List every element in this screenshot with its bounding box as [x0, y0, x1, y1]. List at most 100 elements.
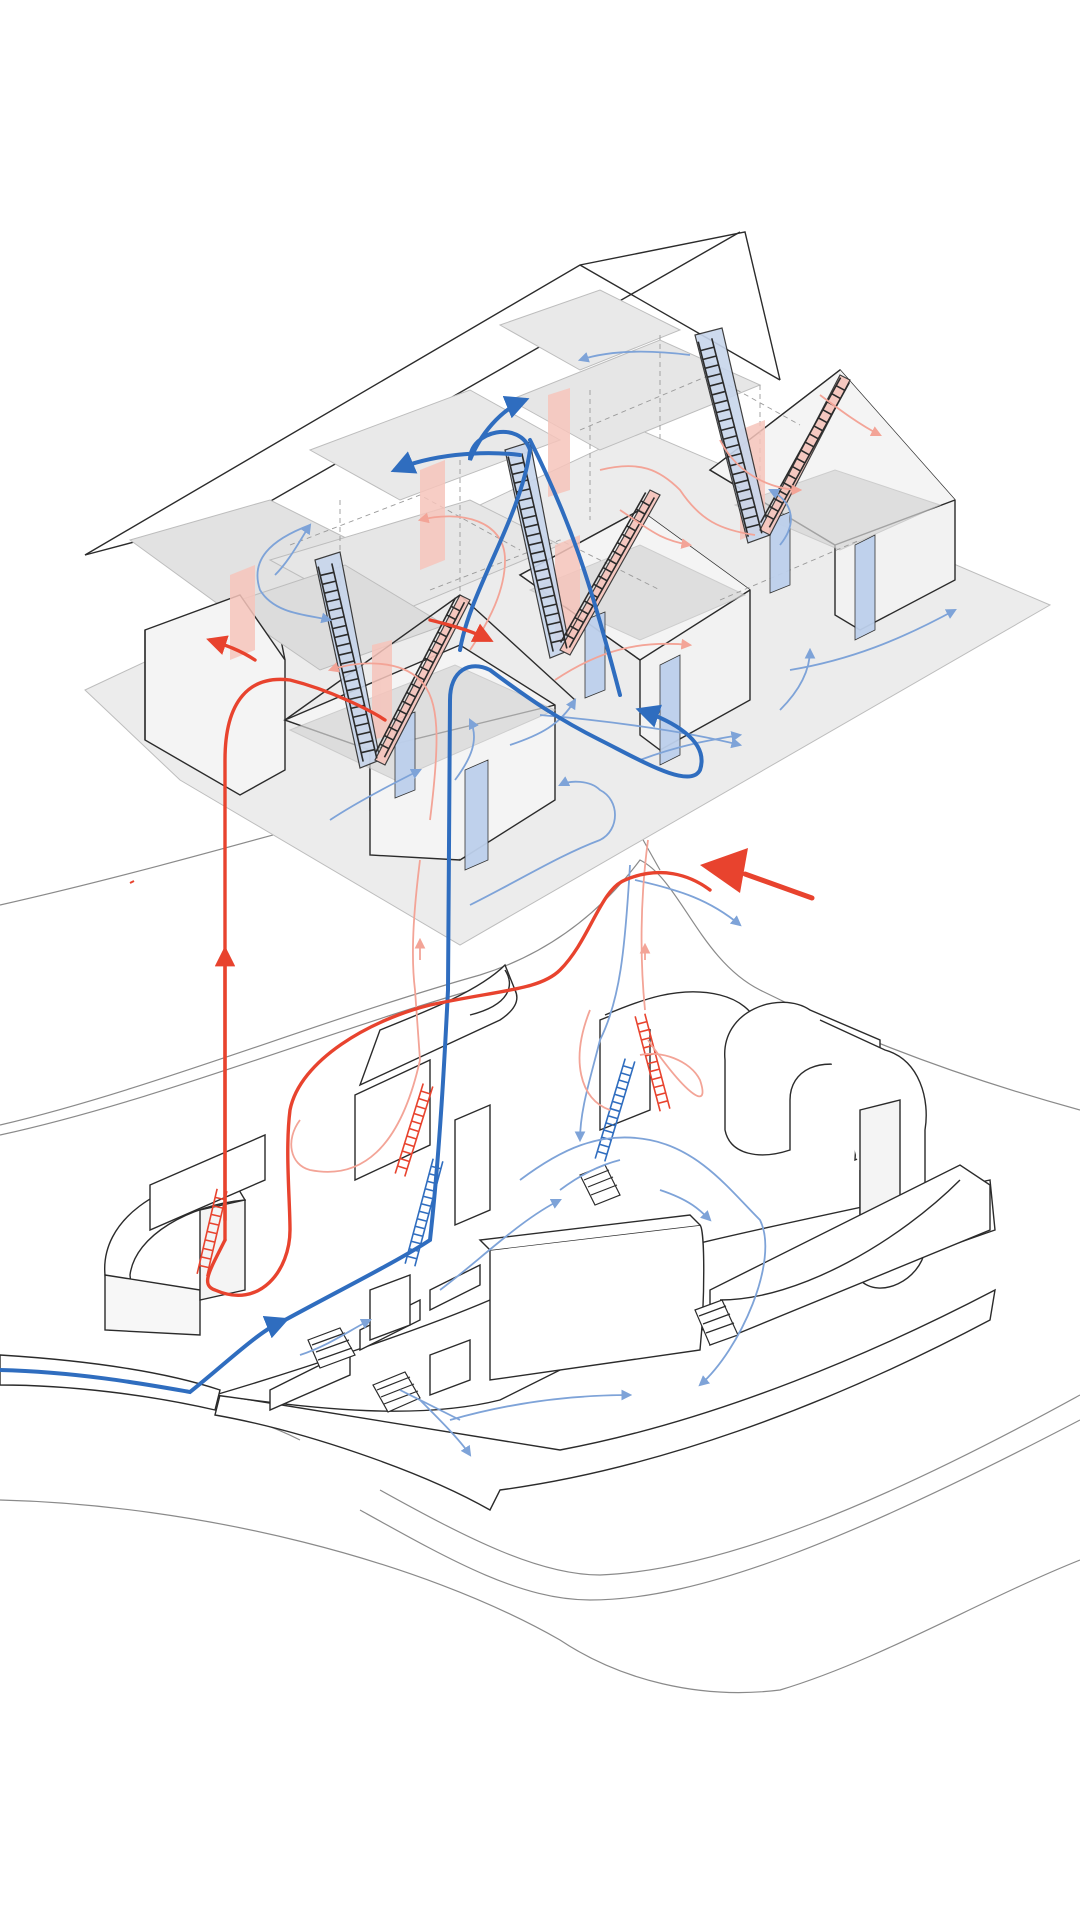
contour-line [359, 1419, 1080, 1601]
red-ladder [394, 1083, 434, 1177]
ladder-rung [384, 734, 394, 741]
ladder-rung [388, 726, 399, 733]
ladder-rung [574, 616, 584, 624]
wind-arrow [129, 848, 815, 901]
ladder-rung [741, 505, 756, 511]
ladder-rung [322, 580, 337, 586]
ladder-rung [534, 567, 549, 573]
ladder-rung [745, 523, 760, 529]
red-ladder [634, 1013, 671, 1112]
ladder-rung [607, 558, 617, 565]
ladder-rung [356, 731, 371, 736]
ladder-rung [379, 743, 390, 750]
ladder-rung [818, 417, 828, 424]
ladder-rung [208, 1222, 220, 1226]
roof-ladder [507, 453, 568, 652]
ladder-rung [540, 594, 555, 600]
ladder-rung [769, 505, 779, 513]
ladder-rung [639, 1028, 650, 1033]
ladder-rung [432, 640, 443, 647]
ladder-rung [420, 1202, 432, 1208]
ladder-rung [738, 497, 753, 503]
ladder-rung [583, 600, 594, 607]
ladder-rung [707, 372, 722, 378]
ladder-rung [711, 390, 726, 396]
ladder-rung [404, 1142, 415, 1148]
ladder-rung [609, 1107, 621, 1113]
ladder-rung [360, 748, 375, 754]
blue-panel [659, 654, 681, 766]
ladder-rung [736, 488, 751, 494]
ladder-rung [324, 589, 339, 594]
red-panel [420, 460, 445, 570]
ladder-rung [635, 508, 646, 515]
ladder-rung [401, 1150, 413, 1155]
ladder-rung [328, 606, 343, 612]
ladder-rung [621, 533, 632, 540]
stair-block [579, 1164, 621, 1206]
ladder-rung [342, 669, 357, 674]
stair-blocks [307, 1164, 739, 1413]
ladder-rung [210, 1213, 222, 1218]
ladder-rung [330, 615, 345, 621]
ladder-rung [700, 346, 715, 352]
roof-ladder [317, 563, 378, 762]
ladder-rung [358, 739, 373, 745]
ladder-rung [214, 1196, 226, 1201]
ladder-rung [597, 1150, 608, 1156]
red-flow-path [205, 618, 712, 1297]
ladder-rail [697, 341, 749, 537]
ladder-rung [716, 408, 731, 414]
ladder-rung [564, 633, 575, 640]
contour-line [0, 984, 491, 1136]
ladder-rung [800, 449, 810, 456]
ladder-rung [522, 514, 537, 520]
ladder-rung [408, 1127, 420, 1133]
ladder-rung [399, 1157, 410, 1163]
ladder-rail [711, 338, 763, 534]
ladder-rung [704, 364, 719, 370]
ladder-rung [795, 457, 806, 464]
ladder-rung [782, 481, 792, 488]
ladder-rung [412, 1232, 424, 1238]
ladder-rung [605, 1122, 616, 1127]
ladder-rung [418, 1210, 430, 1215]
ladder-rung [450, 605, 461, 612]
ladder-rung [446, 614, 456, 621]
ladder-rung [530, 550, 545, 555]
ladder-rung [406, 1255, 418, 1260]
ladder-rung [622, 1064, 633, 1070]
ladder-rung [612, 550, 622, 557]
ladder-rung [320, 571, 335, 577]
ladder-rung [419, 665, 430, 672]
ladder-rung [548, 629, 563, 635]
ladder-rung [616, 541, 627, 549]
ladder-rung [338, 651, 353, 656]
ladder-rung [835, 384, 846, 392]
red-panel [230, 565, 255, 660]
stair-block [307, 1327, 356, 1369]
ladder-rung [813, 425, 824, 432]
contour-line [0, 1499, 1080, 1694]
ladder-rung [579, 608, 589, 615]
red-panel [548, 388, 570, 497]
blue-ladder [594, 1058, 636, 1162]
ladder-rung [764, 513, 775, 521]
ladder-rung [536, 576, 551, 582]
ladder-rung [414, 1225, 426, 1230]
ladder-rung [831, 392, 841, 400]
ladder-rung [544, 612, 559, 617]
ladder-rung [702, 355, 717, 361]
ladders [196, 338, 851, 1277]
ladder-rung [340, 660, 355, 665]
ladder-rung [332, 624, 347, 630]
ladder-rung [413, 1112, 424, 1118]
ladder-rung [406, 1135, 417, 1140]
ladder-rung [720, 426, 735, 432]
ladder-rung [524, 523, 539, 529]
ladder-rung [649, 1068, 660, 1073]
red-flow-light [290, 394, 882, 1173]
ladder-rung [528, 541, 543, 546]
